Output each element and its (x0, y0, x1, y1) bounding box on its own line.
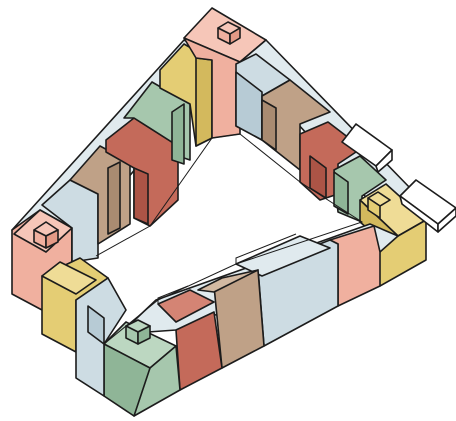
building-nw-mustard-side (196, 58, 212, 146)
building-nw-brick-side (134, 168, 148, 224)
building-nw-sage-side (172, 104, 184, 164)
building-nw-taupe-side (108, 162, 120, 234)
